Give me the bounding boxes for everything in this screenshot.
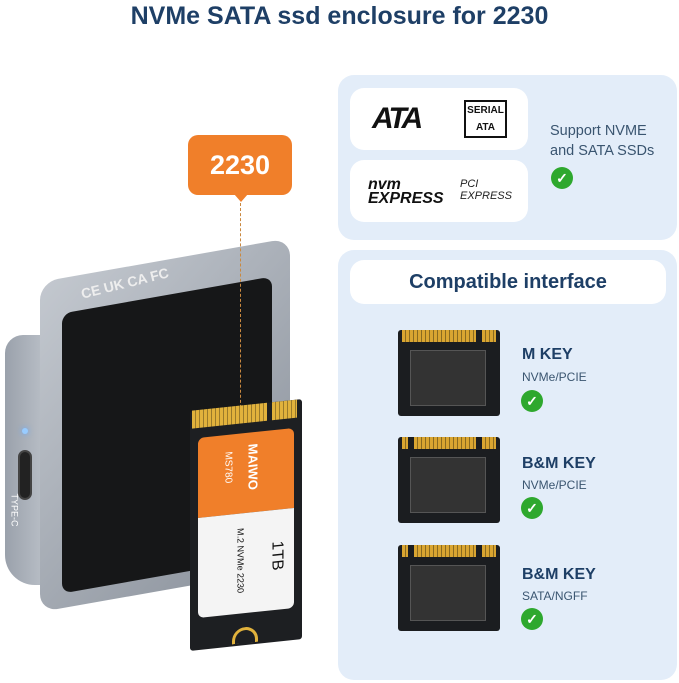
bm-key-ssd-image: [398, 437, 500, 523]
pci-express-logo: PCI EXPRESS: [460, 178, 512, 202]
protocol: NVMe/PCIE: [522, 478, 587, 492]
check-icon: ✓: [551, 167, 573, 189]
check-icon: ✓: [521, 390, 543, 412]
ssd-brand: MAIWO: [245, 442, 261, 491]
ssd-capacity: 1TB: [268, 540, 286, 572]
ssd-model: MS780: [222, 450, 234, 484]
ssd-type: M.2 NVMe 2230: [235, 527, 246, 594]
protocol: NVMe/PCIE: [522, 370, 587, 384]
protocol: SATA/NGFF: [522, 589, 588, 603]
support-text-line2: and SATA SSDs: [550, 143, 655, 159]
led-indicator: [22, 428, 28, 434]
enclosure-image: CE UK CA FC TYPE-C: [0, 237, 340, 675]
check-icon: ✓: [521, 608, 543, 630]
nvm-express-logo: nvm EXPRESS: [368, 176, 444, 207]
serial-ata-logo: SERIAL ATA: [464, 100, 507, 138]
usb-c-port[interactable]: [18, 450, 32, 500]
check-icon: ✓: [521, 497, 543, 519]
key-type: B&M KEY: [522, 455, 596, 472]
ata-logo: ATA: [372, 102, 423, 135]
bm-key-sata-ssd-image: [398, 545, 500, 631]
ssd-card: MAIWO MS780 1TB M.2 NVMe 2230: [190, 399, 302, 651]
port-label: TYPE-C: [9, 493, 20, 527]
key-type: M KEY: [522, 346, 573, 363]
compatible-heading: Compatible interface: [350, 260, 666, 304]
key-type: B&M KEY: [522, 566, 596, 583]
nvme-logos-box: nvm EXPRESS PCI EXPRESS: [350, 160, 528, 222]
page-title: NVMe SATA ssd enclosure for 2230: [130, 2, 549, 30]
size-badge: 2230: [188, 135, 292, 195]
dashed-pointer: [240, 203, 241, 423]
support-text: Support NVME and SATA SSDs: [550, 121, 654, 161]
support-text-line1: Support NVME: [550, 123, 647, 139]
compatible-panel: [338, 250, 677, 680]
sata-logos-box: ATA SERIAL ATA: [350, 88, 528, 150]
m-key-ssd-image: [398, 330, 500, 416]
